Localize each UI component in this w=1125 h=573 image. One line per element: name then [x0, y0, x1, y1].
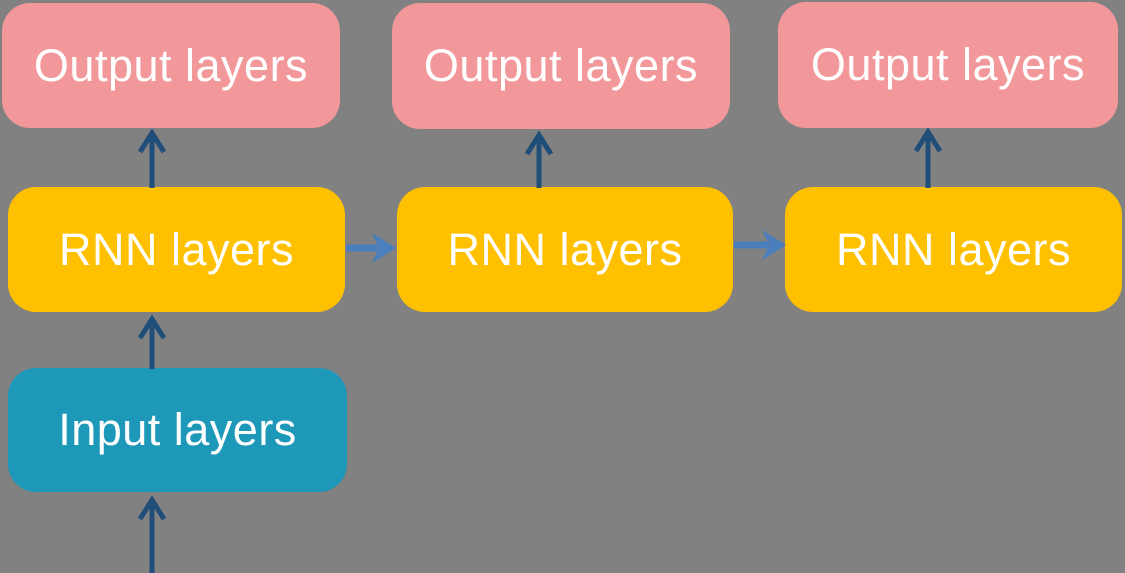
node-label: RNN layers	[58, 223, 295, 275]
node-label: Input layers	[58, 404, 297, 455]
up-arrow-icon	[913, 127, 943, 188]
node-output-layers-1: Output layers	[2, 3, 340, 128]
node-output-layers-2: Output layers	[392, 3, 730, 129]
node-label: RNN layers	[835, 223, 1072, 275]
node-input-layers: Input layers	[8, 368, 347, 492]
up-arrow-icon	[524, 130, 554, 188]
node-rnn-layers-3: RNN layers	[785, 187, 1122, 312]
node-label: Output layers	[810, 39, 1086, 90]
right-arrow-icon	[734, 230, 786, 260]
node-label: Output layers	[423, 40, 699, 91]
node-label: Output layers	[33, 39, 309, 91]
node-rnn-layers-1: RNN layers	[8, 187, 345, 312]
up-arrow-icon	[137, 314, 167, 369]
up-arrow-icon	[137, 495, 167, 573]
node-rnn-layers-2: RNN layers	[397, 187, 733, 312]
node-output-layers-3: Output layers	[778, 2, 1118, 128]
up-arrow-icon	[137, 128, 167, 188]
right-arrow-icon	[346, 233, 396, 263]
node-label: RNN layers	[447, 223, 683, 275]
